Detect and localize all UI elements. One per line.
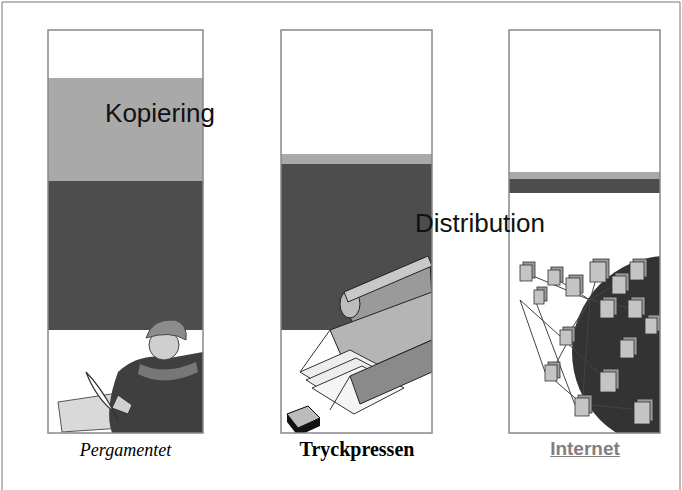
printing-press-panel xyxy=(281,30,432,433)
parchment-panel xyxy=(48,30,203,433)
panel: Tryckpressen xyxy=(272,30,442,480)
panel-caption: Internet xyxy=(500,438,670,460)
panel: Internet xyxy=(500,30,670,480)
panel-caption: Pergamentet xyxy=(40,440,211,461)
panel-caption: Tryckpressen xyxy=(272,438,442,461)
stage-label: Kopiering xyxy=(105,98,215,129)
stage-label: Distribution xyxy=(415,208,545,239)
